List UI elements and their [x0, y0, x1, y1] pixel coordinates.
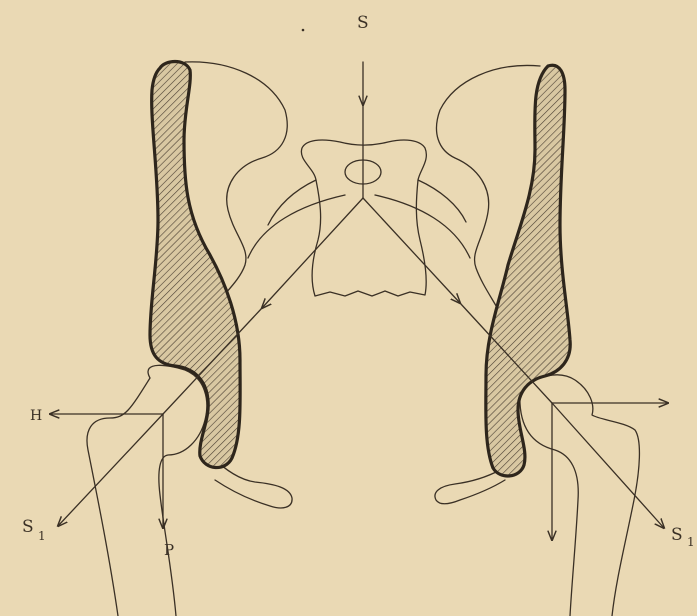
left-sacral-ala — [268, 180, 316, 225]
label-p: P — [164, 541, 174, 559]
left-ala-curve — [248, 195, 345, 258]
label-s1-right-subscript: 1 — [687, 535, 695, 549]
label-s-top: S — [357, 13, 369, 33]
left-resultant-arrow — [58, 414, 163, 526]
stray-dot — [302, 29, 305, 32]
sacrum-outline — [301, 140, 426, 296]
right-sacral-thrust-arrow — [363, 198, 460, 303]
left-sacral-thrust-arrow — [262, 198, 363, 308]
label-s1-right: S — [671, 525, 683, 545]
label-s1-left-subscript: 1 — [38, 529, 46, 543]
right-femur — [520, 375, 640, 616]
left-ilium-hatched-band — [150, 62, 240, 468]
left-femur — [87, 365, 207, 616]
label-s1-left: S — [22, 517, 34, 537]
right-pubic-ramus — [435, 470, 505, 504]
right-sacral-ala — [418, 180, 466, 222]
right-resultant-arrow — [552, 403, 664, 528]
right-ilium-hatched-band — [486, 65, 570, 476]
label-h: H — [30, 408, 42, 424]
